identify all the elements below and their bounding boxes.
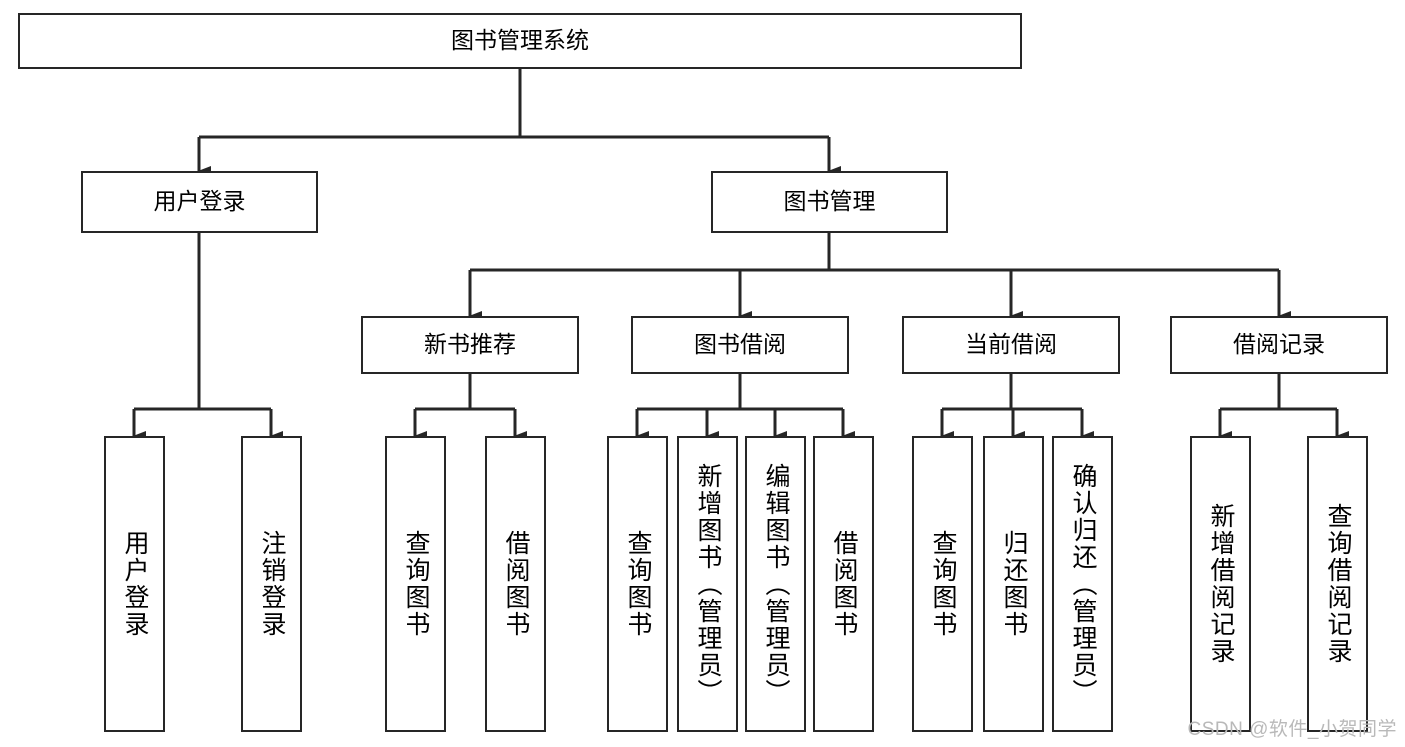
- leaf-node[interactable]: 新增借阅记录: [1190, 436, 1251, 732]
- watermark-text: CSDN @软件_小贺同学: [1187, 719, 1397, 740]
- level3-node[interactable]: 新书推荐: [361, 316, 579, 374]
- leaf-label: 编辑图书（管理员）: [762, 462, 790, 706]
- level2-node[interactable]: 用户登录: [81, 171, 318, 233]
- level2-label: 图书管理: [783, 188, 876, 215]
- leaf-label: 注销登录: [258, 530, 286, 638]
- leaf-node[interactable]: 查询图书: [385, 436, 446, 732]
- leaf-label: 归还图书: [1000, 530, 1028, 638]
- leaf-label: 查询图书: [624, 530, 652, 638]
- level2-node[interactable]: 图书管理: [711, 171, 948, 233]
- leaf-label: 用户登录: [121, 530, 149, 638]
- leaf-label: 新增图书（管理员）: [694, 462, 722, 706]
- leaf-label: 借阅图书: [502, 530, 530, 638]
- leaf-node[interactable]: 新增图书（管理员）: [677, 436, 738, 732]
- level3-label: 当前借阅: [965, 331, 1057, 358]
- level2-label: 用户登录: [153, 188, 246, 215]
- leaf-node[interactable]: 查询借阅记录: [1307, 436, 1368, 732]
- level3-node[interactable]: 图书借阅: [631, 316, 849, 374]
- leaf-node[interactable]: 查询图书: [912, 436, 973, 732]
- leaf-label: 查询借阅记录: [1324, 503, 1352, 665]
- leaf-node[interactable]: 注销登录: [241, 436, 302, 732]
- root-node[interactable]: 图书管理系统: [18, 13, 1022, 69]
- level3-label: 新书推荐: [424, 331, 516, 358]
- leaf-node[interactable]: 借阅图书: [485, 436, 546, 732]
- level3-node[interactable]: 借阅记录: [1170, 316, 1388, 374]
- root-label: 图书管理系统: [451, 27, 589, 54]
- level3-label: 借阅记录: [1233, 331, 1325, 358]
- leaf-node[interactable]: 归还图书: [983, 436, 1044, 732]
- leaf-node[interactable]: 借阅图书: [813, 436, 874, 732]
- leaf-node[interactable]: 确认归还（管理员）: [1052, 436, 1113, 732]
- level3-node[interactable]: 当前借阅: [902, 316, 1120, 374]
- leaf-label: 确认归还（管理员）: [1069, 462, 1097, 706]
- leaf-node[interactable]: 用户登录: [104, 436, 165, 732]
- leaf-label: 查询图书: [929, 530, 957, 638]
- leaf-node[interactable]: 编辑图书（管理员）: [745, 436, 806, 732]
- leaf-label: 借阅图书: [830, 530, 858, 638]
- leaf-label: 新增借阅记录: [1207, 503, 1235, 665]
- level3-label: 图书借阅: [694, 331, 786, 358]
- leaf-node[interactable]: 查询图书: [607, 436, 668, 732]
- leaf-label: 查询图书: [402, 530, 430, 638]
